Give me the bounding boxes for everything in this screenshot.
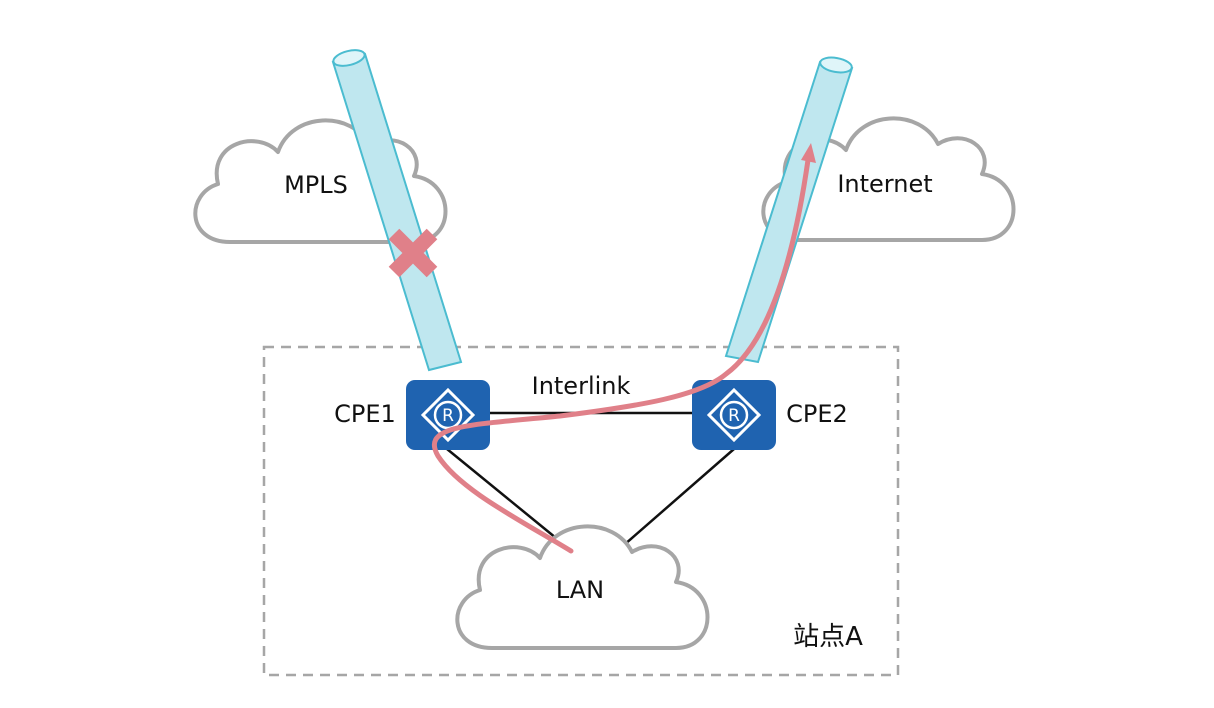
cpe1-lan-link xyxy=(446,448,557,539)
cpe1-label: CPE1 xyxy=(334,400,396,428)
svg-text:R: R xyxy=(728,406,740,426)
traffic-arrow-head xyxy=(801,143,816,163)
cpe2-lan-link xyxy=(623,448,735,546)
x-icon xyxy=(388,228,438,278)
router-icon: R xyxy=(420,387,476,443)
internet-tunnel xyxy=(724,56,854,364)
lan-label: LAN xyxy=(556,576,604,604)
cpe2-label: CPE2 xyxy=(786,400,848,428)
traffic-path xyxy=(431,157,811,554)
interlink-label: Interlink xyxy=(532,372,631,400)
mpls-label: MPLS xyxy=(284,171,348,199)
router-icon: R xyxy=(706,387,762,443)
internet-label: Internet xyxy=(837,170,932,198)
site-label: 站点A xyxy=(793,622,863,652)
svg-text:R: R xyxy=(442,406,454,426)
cpe2-router: R xyxy=(692,380,776,450)
cpe1-router: R xyxy=(406,380,490,450)
site-boundary xyxy=(262,345,900,677)
